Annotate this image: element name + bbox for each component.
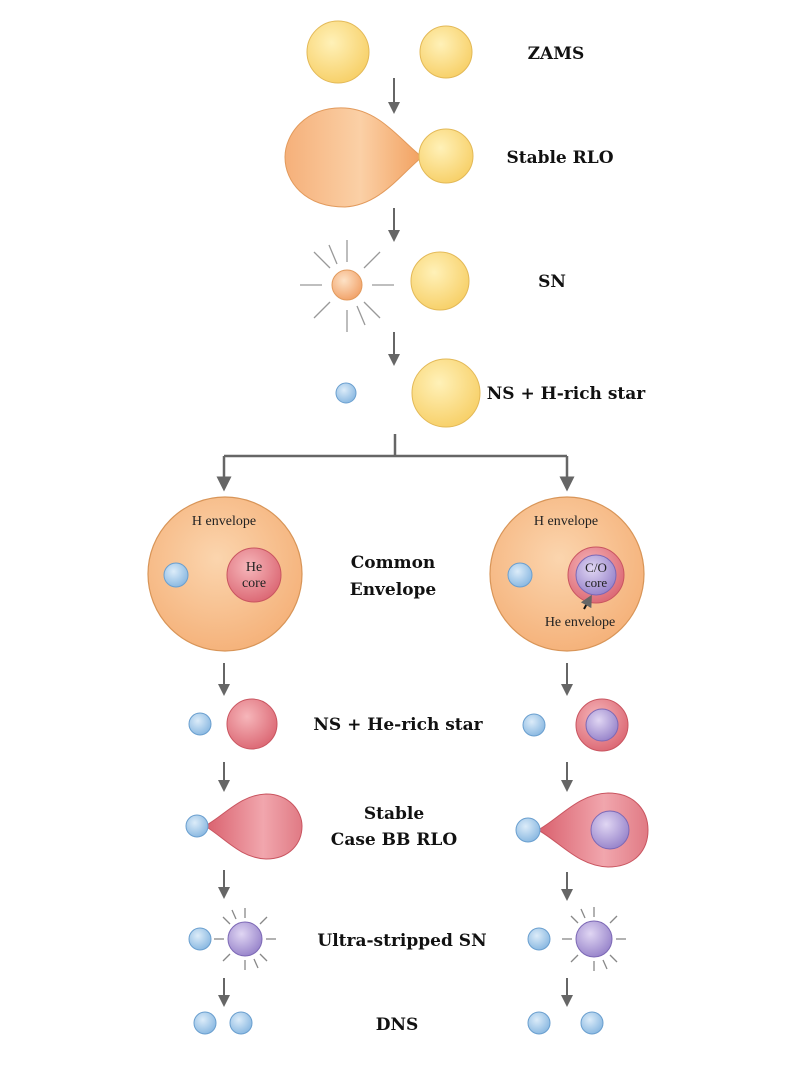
case-bb-co-core-right [590,810,630,850]
zams-primary-star [306,20,370,84]
stage-label-ultra-stripped: Ultra-stripped SN [317,931,486,951]
zams-stage: ZAMS [306,20,585,84]
dns-left [193,1011,253,1035]
he-core-label-1: He [246,560,262,575]
zams-secondary-star [419,25,473,79]
stage-label-case-bb-2: Case BB RLO [331,830,458,850]
ultra-ns-right [527,927,551,951]
stable-rlo-stage: Stable RLO [284,107,614,208]
common-envelope-left: H envelope He core [147,496,303,652]
ultra-stripped-left [188,908,276,970]
he-core-label-2: core [242,576,266,591]
h-envelope-left [147,496,303,652]
ns-he-rich-right [522,698,629,752]
stage-label-stable-rlo: Stable RLO [506,148,613,168]
sn-stage: SN [300,240,566,332]
co-core-right-small [585,708,619,742]
rlo-accretor-star [418,128,474,184]
sn-companion-star [410,251,470,311]
case-bb-left [185,793,303,860]
ultra-stripped-star-right [575,920,613,958]
ultra-burst-rays-right [562,907,626,971]
case-bb-ns-right [515,817,541,843]
common-envelope-right: H envelope C/O core He envelope [489,496,645,652]
stage-label-common-1: Common [351,553,436,573]
dns-ns-left-2 [229,1011,253,1035]
ns-in-envelope-right [507,562,533,588]
he-core [226,547,282,603]
co-core-label-1: C/O [585,560,607,575]
stage-label-common-2: Envelope [350,580,437,600]
dns-right [527,1011,604,1035]
ns-he-rich-left [188,698,278,750]
h-envelope-label-right: H envelope [534,514,598,529]
neutron-star [335,382,357,404]
stage-label-dns: DNS [376,1015,419,1035]
case-bb-donor-left [203,793,303,860]
co-core-label-2: core [585,575,608,590]
dns-ns-left-1 [193,1011,217,1035]
branch-arrow [216,434,575,492]
ns-right-he-stage [522,713,546,737]
stage-label-zams: ZAMS [528,44,585,64]
sn-burst-rays [300,240,394,332]
stage-label-ns-he-rich: NS + He-rich star [313,715,483,735]
he-envelope-label: He envelope [545,615,615,630]
h-envelope-label-left: H envelope [192,514,256,529]
he-rich-star-left [226,698,278,750]
co-core [575,554,617,596]
h-rich-star [411,358,481,428]
stage-label-case-bb-1: Stable [364,804,424,824]
sn-exploding-star [331,269,363,301]
dns-ns-right-2 [580,1011,604,1035]
h-envelope-right [489,496,645,652]
ultra-stripped-star-left [227,921,263,957]
ultra-ns-left [188,927,212,951]
ns-left-he-stage [188,712,212,736]
ns-in-envelope-left [163,562,189,588]
case-bb-ns-left [185,814,209,838]
he-envelope-pointer [580,594,592,610]
ultra-burst-rays-left [214,908,276,970]
ultra-stripped-right [527,907,626,971]
stage-label-ns-h-rich: NS + H-rich star [487,384,646,404]
rlo-donor-star [284,107,423,208]
case-bb-right [515,792,649,868]
ns-h-rich-stage: NS + H-rich star [335,358,646,428]
dns-ns-right-1 [527,1011,551,1035]
stage-label-sn: SN [538,272,566,292]
